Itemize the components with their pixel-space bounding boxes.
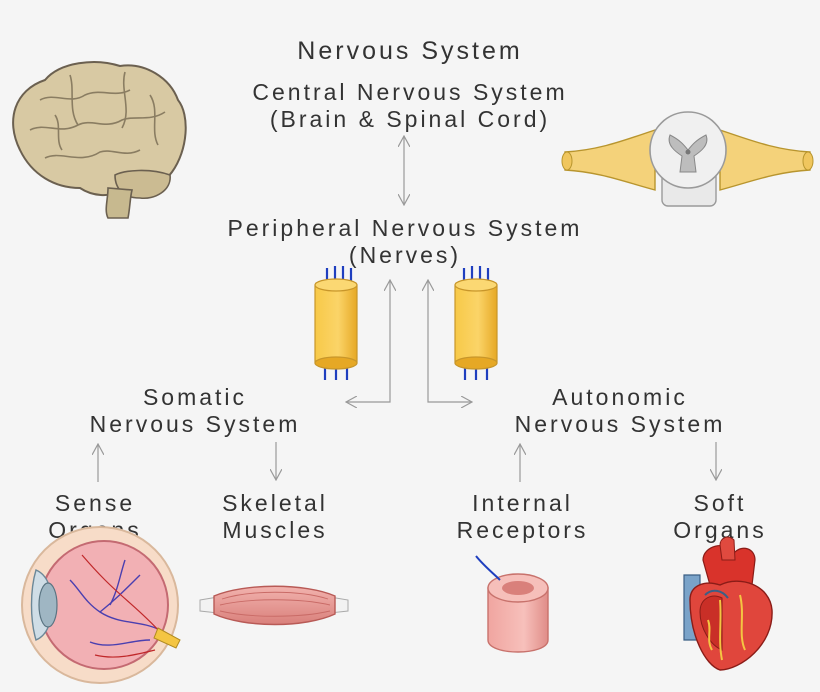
autonomic-label-line1: Autonomic: [552, 384, 688, 410]
internal-receptors-label-line1: Internal: [472, 490, 573, 516]
nerve-bundle-icon: [314, 266, 498, 380]
vessel-receptor-illustration: [475, 555, 549, 653]
skeletal-muscles-label: Skeletal Muscles: [195, 490, 355, 544]
cns-label: Central Nervous System (Brain & Spinal C…: [200, 79, 620, 133]
arrows: [98, 136, 716, 482]
brain-illustration: [12, 61, 187, 219]
sense-organs-label-line1: Sense: [54, 490, 136, 516]
skeletal-muscles-label-line1: Skeletal: [222, 490, 328, 516]
muscle-illustration: [199, 585, 349, 626]
internal-receptors-label: Internal Receptors: [430, 490, 615, 544]
soft-organs-label-line1: Soft: [693, 490, 747, 516]
autonomic-label: Autonomic Nervous System: [470, 384, 770, 438]
somatic-label-line1: Somatic: [142, 384, 248, 410]
autonomic-label-line2: Nervous System: [514, 411, 726, 437]
page-title: Nervous System: [297, 37, 523, 65]
cns-label-line2: (Brain & Spinal Cord): [269, 106, 551, 132]
soft-organs-label-line2: Organs: [673, 517, 767, 543]
cns-label-line1: Central Nervous System: [252, 79, 568, 105]
pns-autonomic-arrow: [428, 280, 472, 402]
somatic-label: Somatic Nervous System: [45, 384, 345, 438]
pns-label-line1: Peripheral Nervous System: [227, 215, 583, 241]
somatic-label-line2: Nervous System: [89, 411, 301, 437]
eye-illustration: [21, 526, 181, 684]
skeletal-muscles-label-line2: Muscles: [222, 517, 328, 543]
heart-illustration: [683, 536, 773, 671]
pns-label-line2: (Nerves): [348, 242, 462, 268]
internal-receptors-label-line2: Receptors: [456, 517, 589, 543]
pns-somatic-arrow: [346, 280, 390, 402]
spinal-cord-illustration: [561, 111, 814, 207]
soft-organs-label: Soft Organs: [650, 490, 790, 544]
pns-label: Peripheral Nervous System (Nerves): [160, 215, 650, 269]
